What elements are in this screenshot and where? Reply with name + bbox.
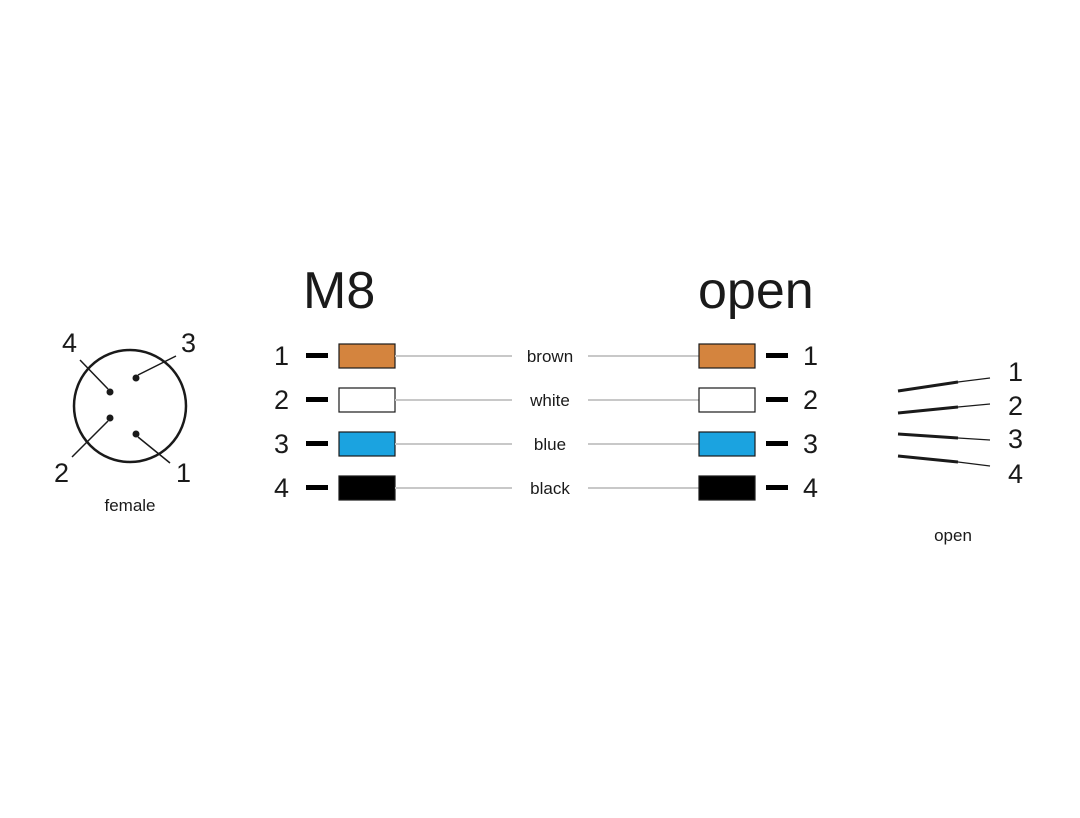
pin-2-dot [106,414,114,422]
open-wire-2 [897,405,959,415]
left-pin-tab [306,397,328,402]
connector-outline [72,348,188,464]
right-pin-tab [766,485,788,490]
left-pin-tab [306,353,328,358]
connector-pin-label: 1 [176,458,191,488]
pin-2-leader [71,420,109,458]
connector-pin-label: 4 [62,328,77,358]
right-pin-number: 3 [803,429,818,459]
left-wire-sleeve [338,431,396,457]
open-wire-4 [897,454,959,464]
left-pin-number: 2 [274,385,289,415]
pin-3-dot [132,374,140,382]
pin-1-leader [137,436,171,464]
open-wire-3-strand [957,437,991,441]
right-wire-sleeve [698,475,756,501]
right-title: open [698,262,814,320]
open-wire-1-strand [957,377,991,383]
connector-face: 4 3 2 1 female [54,328,196,515]
open-wire-number: 2 [1008,391,1023,421]
right-wire-sleeve [698,387,756,413]
left-pin-number: 1 [274,341,289,371]
left-title: M8 [303,262,375,320]
open-wire-4-strand [957,461,991,467]
left-pin-tab [306,441,328,446]
open-wire-1 [897,380,959,393]
right-wire-sleeve [698,343,756,369]
wire-row-1: 1 brown 1 [274,341,818,371]
open-end-caption: open [934,526,972,545]
wire-row-4: 4 black 4 [274,473,818,503]
connector-pin-label: 3 [181,328,196,358]
left-wire-sleeve [338,475,396,501]
wire-color-label: blue [534,435,566,454]
pin-4-leader [79,359,109,390]
wire-row-3: 3 blue 3 [274,429,818,459]
wire-color-label: black [530,479,570,498]
open-wire-number: 1 [1008,357,1023,387]
open-wire-number: 4 [1008,459,1023,489]
right-wire-sleeve [698,431,756,457]
open-wire-3 [897,432,959,440]
right-pin-tab [766,397,788,402]
right-pin-number: 2 [803,385,818,415]
right-pin-tab [766,353,788,358]
left-wire-sleeve [338,343,396,369]
pin-1-dot [132,430,140,438]
right-pin-number: 4 [803,473,818,503]
open-wire-number: 3 [1008,424,1023,454]
connector-caption: female [104,496,155,515]
left-pin-tab [306,485,328,490]
wire-color-label: brown [527,347,573,366]
right-pin-tab [766,441,788,446]
pin-4-dot [106,388,114,396]
wire-color-label: white [529,391,570,410]
open-wire-2-strand [957,403,991,408]
pin-3-leader [137,355,177,376]
open-wire-ends: 1 2 3 4 open [897,357,1023,545]
wire-row-2: 2 white 2 [274,385,818,415]
left-pin-number: 3 [274,429,289,459]
left-wire-sleeve [338,387,396,413]
left-pin-number: 4 [274,473,289,503]
connector-pin-label: 2 [54,458,69,488]
right-pin-number: 1 [803,341,818,371]
